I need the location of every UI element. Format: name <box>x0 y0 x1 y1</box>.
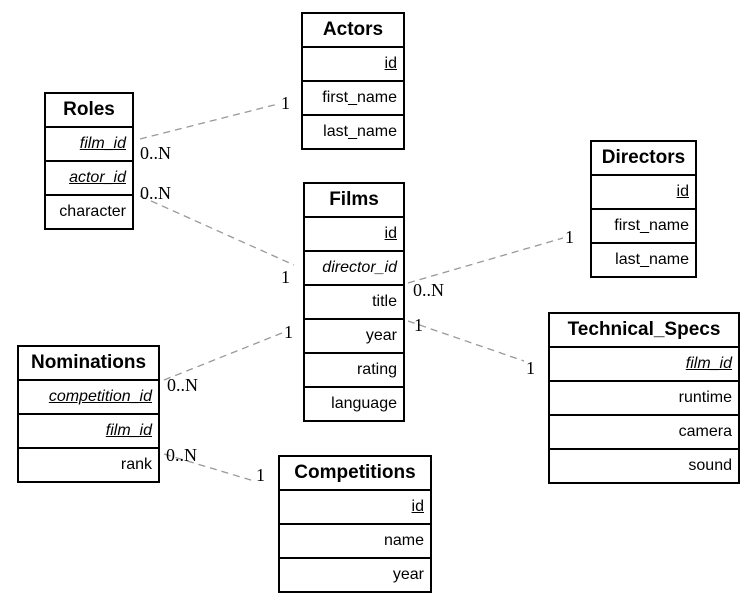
entity-title: Actors <box>322 19 384 40</box>
cardinality-label: 0..N <box>413 280 444 300</box>
attribute-row: year <box>280 557 430 591</box>
attribute-row: year <box>305 318 403 352</box>
entity-directors: Directors id first_name last_name <box>590 140 697 278</box>
cardinality-label: 1 <box>281 267 290 287</box>
attribute-row: id <box>280 489 430 523</box>
entity-title: Competitions <box>294 462 416 483</box>
entity-competitions: Competitions id name year <box>278 455 432 593</box>
relationship-line-films-technical-specs <box>407 320 525 362</box>
cardinality-label: 0..N <box>166 445 197 465</box>
cardinality-label: 1 <box>281 93 290 113</box>
attribute-row: runtime <box>550 380 738 414</box>
attribute-row: language <box>305 386 403 420</box>
attribute-row: film_id <box>46 126 132 160</box>
entity-title: Nominations <box>30 352 147 373</box>
cardinality-label: 1 <box>565 227 574 247</box>
cardinality-label: 1 <box>256 465 265 485</box>
attribute-row: last_name <box>303 114 403 148</box>
attribute-row: last_name <box>592 242 695 276</box>
attribute-row: character <box>46 194 132 228</box>
entity-title: Films <box>329 189 379 210</box>
entity-actors: Actors id first_name last_name <box>301 12 405 150</box>
entity-films: Films id director_id title year rating l… <box>303 182 405 422</box>
attribute-row: sound <box>550 448 738 482</box>
attribute-row: name <box>280 523 430 557</box>
cardinality-label: 0..N <box>167 375 198 395</box>
attribute-row: title <box>305 284 403 318</box>
attribute-row: id <box>303 46 403 80</box>
entity-nominations: Nominations competition_id film_id rank <box>17 345 160 483</box>
attribute-row: id <box>305 216 403 250</box>
attribute-row: film_id <box>550 346 738 380</box>
attribute-row: camera <box>550 414 738 448</box>
attribute-row: id <box>592 174 695 208</box>
attribute-row: first_name <box>303 80 403 114</box>
entity-title: Roles <box>63 99 115 120</box>
relationship-line-roles-actors <box>139 103 279 140</box>
cardinality-label: 1 <box>414 315 423 335</box>
entity-title: Technical_Specs <box>567 319 721 340</box>
cardinality-label: 1 <box>284 322 293 342</box>
entity-technical-specs: Technical_Specs film_id runtime camera s… <box>548 312 740 484</box>
entity-title: Directors <box>601 147 686 168</box>
cardinality-label: 1 <box>526 358 535 378</box>
attribute-row: rating <box>305 352 403 386</box>
cardinality-label: 0..N <box>140 143 171 163</box>
relationship-line-roles-films <box>139 195 295 266</box>
attribute-row: competition_id <box>19 379 158 413</box>
relationship-line-nominations-films <box>163 332 283 381</box>
attribute-row: actor_id <box>46 160 132 194</box>
attribute-row: rank <box>19 447 158 481</box>
relationship-line-nominations-competitions <box>163 453 255 482</box>
entity-roles: Roles film_id actor_id character <box>44 92 134 230</box>
relationship-line-films-directors <box>407 237 564 284</box>
attribute-row: first_name <box>592 208 695 242</box>
attribute-row: film_id <box>19 413 158 447</box>
cardinality-label: 0..N <box>140 183 171 203</box>
attribute-row: director_id <box>305 250 403 284</box>
